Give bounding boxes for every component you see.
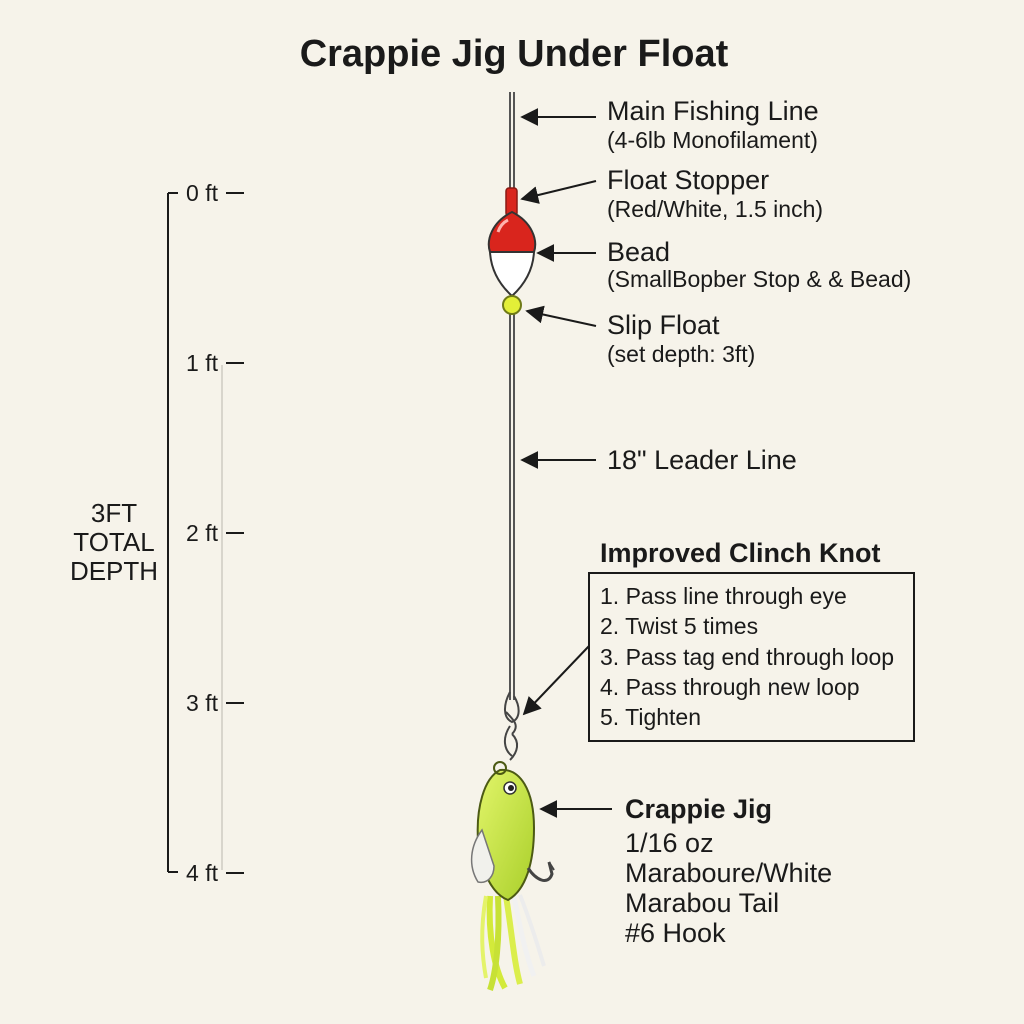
knot-steps-box	[588, 572, 915, 742]
depth-scale: 0 ft 1 ft 2 ft 3 ft 4 ft 3FT TOTAL DEPTH	[70, 180, 244, 886]
slip-float-arrow	[525, 305, 597, 327]
bead-detail: (SmallBopber Stop & & Bead)	[607, 266, 911, 292]
jig-detail: #6 Hook	[625, 918, 726, 948]
depth-tick-label: 1 ft	[186, 350, 219, 376]
page-title: Crappie Jig Under Float	[300, 33, 729, 75]
total-depth-label: TOTAL	[73, 527, 154, 557]
bead-label: Bead	[607, 237, 670, 267]
main-line-label: Main Fishing Line	[607, 96, 819, 126]
clinch-knot-icon	[504, 691, 520, 761]
float-stopper-arrow	[520, 180, 597, 204]
depth-tick-label: 0 ft	[186, 180, 219, 206]
jig-detail: 1/16 oz	[625, 828, 714, 858]
knot-step: 4. Pass through new loop	[600, 674, 860, 700]
jig-detail: Marabou Tail	[625, 888, 779, 918]
depth-tick-label: 3 ft	[186, 690, 219, 716]
float-stopper-label: Float Stopper	[607, 165, 769, 195]
fishing-line	[509, 92, 515, 700]
knot-step: 2. Twist 5 times	[600, 613, 758, 639]
slip-float-label: Slip Float	[607, 310, 720, 340]
float-stopper-detail: (Red/White, 1.5 inch)	[607, 196, 823, 222]
knot-title: Improved Clinch Knot	[600, 538, 881, 568]
knot-step: 1. Pass line through eye	[600, 583, 847, 609]
depth-tick-label: 2 ft	[186, 520, 219, 546]
jig-detail: Maraboure/White	[625, 858, 832, 888]
jig-label: Crappie Jig	[625, 794, 772, 824]
knot-arrow	[522, 645, 590, 716]
total-depth-label: 3FT	[91, 498, 137, 528]
knot-step: 5. Tighten	[600, 704, 701, 730]
total-depth-label: DEPTH	[70, 556, 158, 586]
crappie-jig-icon	[470, 761, 555, 991]
slip-float-detail: (set depth: 3ft)	[607, 341, 755, 367]
bead-icon	[502, 295, 522, 315]
slip-float-icon	[487, 210, 537, 298]
knot-step: 3. Pass tag end through loop	[600, 644, 894, 670]
depth-tick-label: 4 ft	[186, 860, 219, 886]
main-line-detail: (4-6lb Monofilament)	[607, 127, 818, 153]
leader-line-label: 18" Leader Line	[607, 445, 797, 475]
